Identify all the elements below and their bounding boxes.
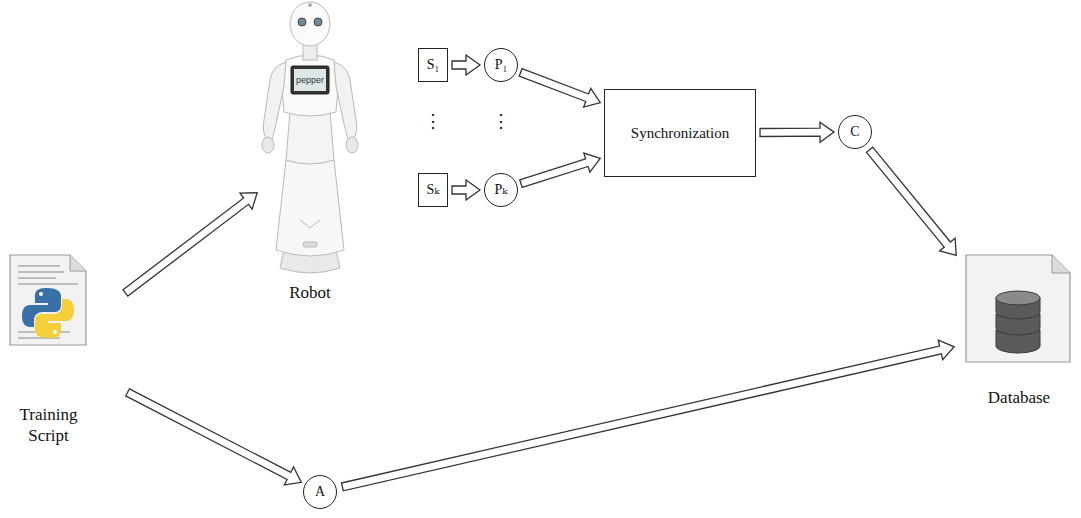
node-label: Pₖ — [495, 182, 508, 199]
node-label: Sₖ — [427, 182, 440, 199]
node-label: P₁ — [495, 57, 508, 74]
script-node: Training Script — [5, 253, 92, 450]
hollow-arrow — [452, 55, 480, 75]
hollow-arrow — [123, 193, 257, 296]
sensor-box: Sₖ — [418, 173, 448, 207]
process-circle: Pₖ — [484, 173, 518, 207]
annotation-circle: A — [303, 475, 337, 509]
hollow-arrow — [126, 389, 302, 485]
screen-text: pepper — [294, 69, 326, 91]
hollow-arrow — [452, 180, 480, 200]
node-label: S₁ — [427, 57, 440, 74]
python-file-icon — [10, 255, 86, 345]
node-label: Robot — [289, 283, 331, 303]
database-icon — [966, 255, 1070, 362]
process-circle: P₁ — [484, 48, 518, 82]
database-node: Database — [960, 252, 1078, 412]
robot-node: Robot — [262, 0, 358, 305]
hollow-arrow — [520, 153, 600, 187]
node-label: Training Script — [9, 405, 89, 446]
node-label: A — [315, 484, 325, 501]
ellipsis-dots: ⋮ — [422, 108, 444, 134]
robot-illustration — [262, 2, 358, 273]
hollow-arrow — [519, 69, 600, 107]
node-label: Database — [988, 388, 1050, 408]
hollow-arrow — [342, 340, 955, 491]
hollow-arrow — [867, 147, 957, 255]
output-circle: C — [838, 115, 872, 149]
process-box: Synchronization — [604, 89, 756, 177]
ellipsis-dots: ⋮ — [490, 108, 512, 134]
node-label: C — [850, 124, 859, 141]
hollow-arrow — [760, 122, 834, 142]
sensor-box: S₁ — [418, 48, 448, 82]
node-label: Synchronization — [631, 124, 729, 142]
